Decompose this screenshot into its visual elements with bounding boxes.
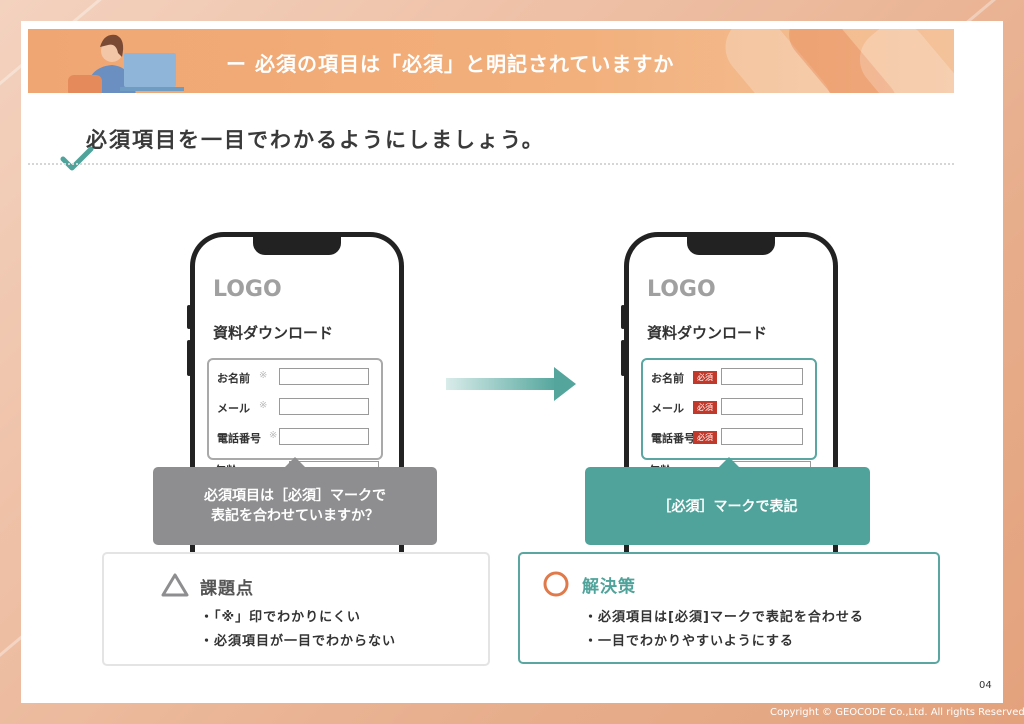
phone-side-button: [621, 305, 625, 329]
subtitle: 必須項目を一目でわかるようにしましょう。: [86, 128, 545, 152]
form-label: お名前: [217, 372, 250, 385]
solution-title: 解決策: [582, 577, 636, 597]
right-arrow-head: [554, 367, 576, 401]
form-box: お名前 必須 メール 必須 電話番号 必須: [641, 358, 817, 460]
phone-field[interactable]: [279, 428, 369, 445]
required-badge: 必須: [693, 371, 717, 384]
bubble-tail: [719, 457, 739, 467]
form-label: お名前: [651, 372, 684, 385]
divider: [28, 163, 954, 165]
phone-notch: [253, 237, 341, 255]
form-box: お名前 ※ メール ※ 電話番号 ※: [207, 358, 383, 460]
problem-item: ・「※」印でわかりにくい: [200, 610, 361, 625]
right-answer-bubble: ［必須］マークで表記: [585, 457, 870, 545]
form-title: 資料ダウンロード: [647, 324, 768, 342]
person-laptop-illustration: [68, 34, 184, 93]
phone-side-button: [187, 305, 191, 329]
bubble-line: 表記を合わせていますか？: [211, 508, 379, 524]
required-badge: 必須: [693, 401, 717, 414]
header-banner: ー 必須の項目は「必須」と明記されていますか: [28, 29, 954, 93]
form-label: 電話番号: [651, 432, 695, 445]
form-title: 資料ダウンロード: [213, 324, 334, 342]
form-label: 電話番号: [217, 432, 261, 445]
bubble-text: ［必須］マークで表記: [657, 499, 798, 515]
banner-title: ー 必須の項目は「必須」と明記されていますか: [226, 52, 675, 76]
problem-title: 課題点: [200, 579, 254, 599]
logo: LOGO: [647, 277, 716, 302]
name-field[interactable]: [721, 368, 803, 385]
problem-box: 課題点 ・「※」印でわかりにくい ・必須項目が一目でわからない: [102, 552, 490, 666]
problem-item: ・必須項目が一目でわからない: [200, 634, 397, 649]
phone-field[interactable]: [721, 428, 803, 445]
logo: LOGO: [213, 277, 282, 302]
copyright: Copyright © GEOCODE Co.,Ltd. All rights …: [770, 707, 1024, 718]
asterisk-mark: ※: [259, 400, 268, 411]
form-label: メール: [217, 402, 250, 415]
required-badge: 必須: [693, 431, 717, 444]
phone-notch: [687, 237, 775, 255]
phone-side-button: [187, 340, 191, 376]
page-number: 04: [979, 680, 992, 691]
form-label: メール: [651, 402, 684, 415]
name-field[interactable]: [279, 368, 369, 385]
asterisk-mark: ※: [269, 430, 278, 441]
left-question-bubble: 必須項目は［必須］マークで 表記を合わせていますか？: [153, 457, 437, 545]
email-field[interactable]: [279, 398, 369, 415]
right-arrow: [446, 378, 556, 390]
solution-box: 解決策 ・必須項目は[必須]マークで表記を合わせる ・一目でわかりやすいようにす…: [518, 552, 940, 664]
checkmark-icon: [60, 146, 94, 171]
bubble-line: 必須項目は［必須］マークで: [204, 488, 386, 504]
bubble-tail: [285, 457, 305, 467]
triangle-icon: [161, 573, 189, 597]
solution-item: ・必須項目は[必須]マークで表記を合わせる: [584, 610, 864, 625]
phone-side-button: [621, 340, 625, 376]
asterisk-mark: ※: [259, 370, 268, 381]
solution-item: ・一目でわかりやすいようにする: [584, 634, 794, 649]
circle-icon: [543, 571, 569, 597]
email-field[interactable]: [721, 398, 803, 415]
